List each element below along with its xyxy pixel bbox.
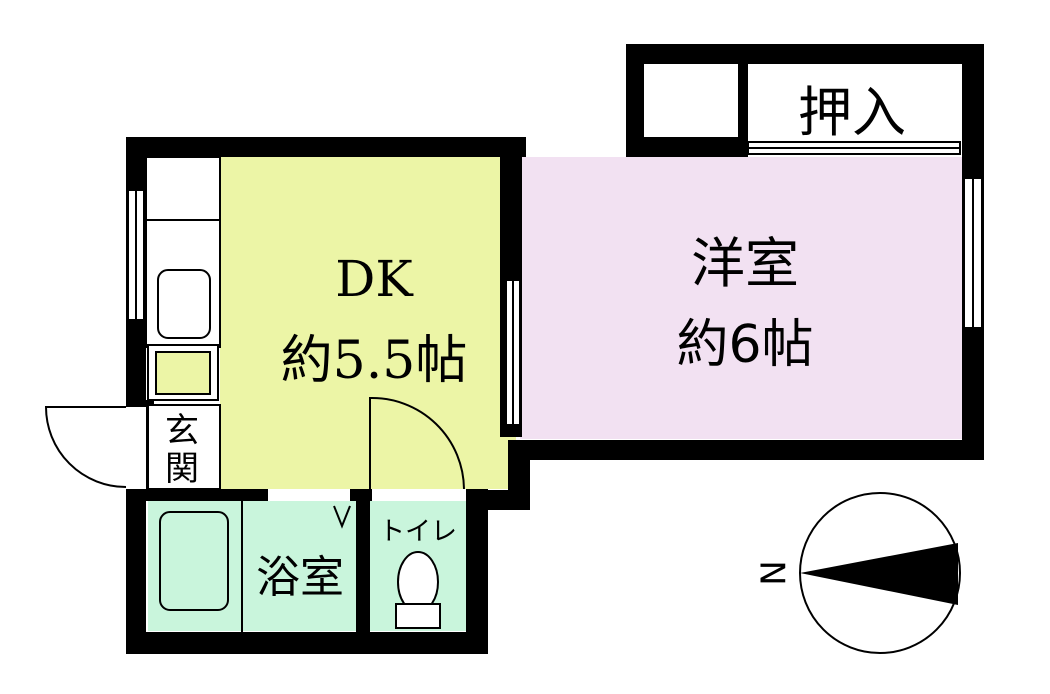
entrance-door-swing [44, 406, 127, 488]
western-room [520, 157, 962, 439]
compass-north-label: N [752, 560, 792, 585]
kitchen-counter [145, 156, 221, 348]
compass: N [752, 492, 961, 654]
bath-name: 浴室 [256, 552, 344, 603]
dk-room [220, 157, 516, 489]
entrance-name-top: 玄 [165, 411, 199, 451]
walls [126, 44, 984, 654]
toilet-name: トイレ [379, 517, 457, 547]
toilet-fixture [395, 551, 441, 629]
bathtub [159, 511, 229, 611]
dk-size: 約5.5帖 [281, 331, 468, 391]
entrance-name-bottom: 関 [165, 449, 199, 489]
fridge-space [147, 344, 219, 401]
closet-name: 押入 [798, 81, 906, 144]
windows [127, 141, 983, 426]
entrance-area [147, 404, 221, 490]
western-size: 約6帖 [676, 315, 813, 375]
western-name: 洋室 [691, 232, 799, 295]
dk-door-swing [369, 396, 465, 490]
bath-door-mark [333, 505, 351, 529]
compass-arrow [800, 543, 958, 605]
dk-name: DK [335, 250, 414, 308]
